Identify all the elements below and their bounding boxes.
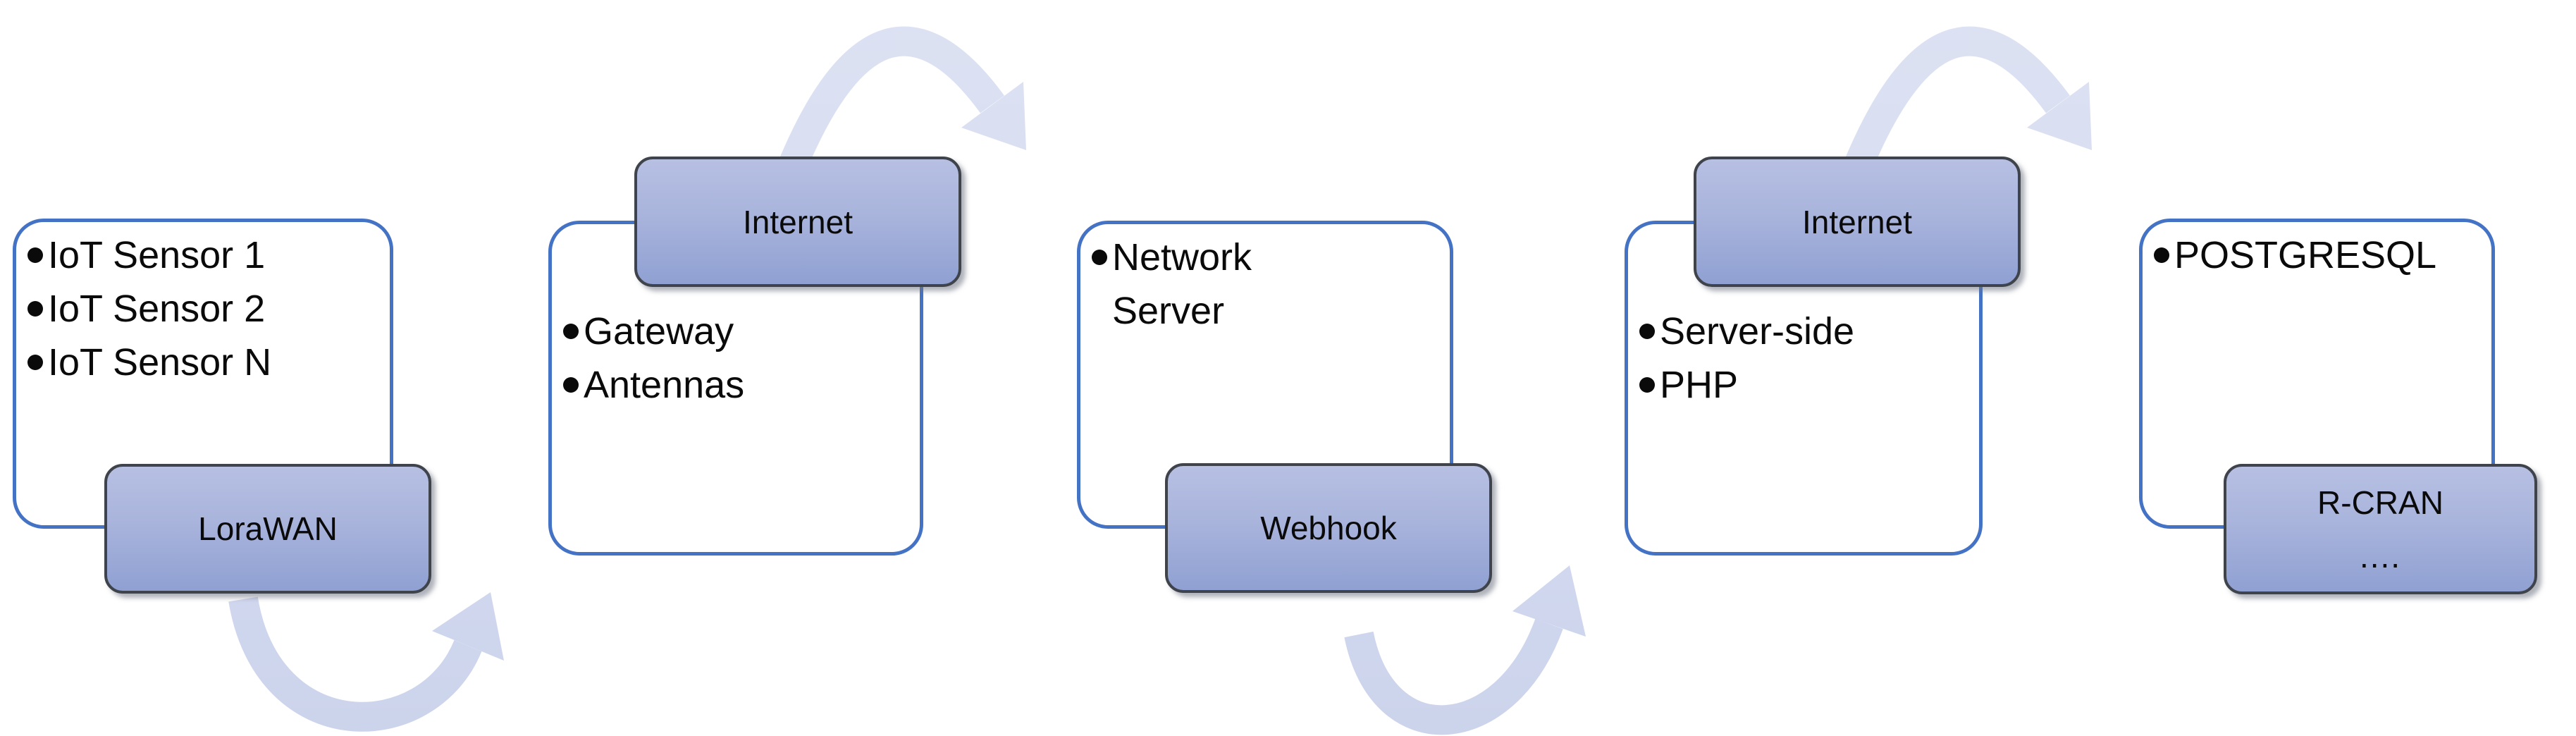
tab-webhook: Webhook	[1165, 463, 1492, 593]
tab-label: Internet	[1802, 203, 1912, 240]
tab-internet-1: Internet	[634, 157, 961, 287]
list-item-text: Server	[1112, 290, 1225, 332]
tab-internet-2: Internet	[1694, 157, 2021, 287]
list-item: Antennas	[563, 358, 916, 412]
list-item-text: Network	[1112, 236, 1252, 278]
list-item-text: Server-side	[1660, 310, 1855, 352]
bullet-icon	[1092, 250, 1107, 265]
list-item-text: IoT Sensor 1	[48, 234, 266, 276]
list-item: Server-side	[1639, 305, 1975, 358]
list-item: PHP	[1639, 358, 1975, 412]
tab-label: Webhook	[1260, 510, 1397, 546]
list-item: Network Server	[1092, 231, 1446, 338]
curved-arrow-lorawan-to-internet-icon	[228, 592, 504, 732]
tab-sublabel: ....	[2359, 537, 2402, 575]
bullet-icon	[1639, 324, 1655, 339]
curved-arrow-internet-to-networkserver-icon	[772, 26, 1026, 188]
list-item: IoT Sensor N	[27, 336, 386, 389]
list-item-text: POSTGRESQL	[2174, 234, 2437, 276]
bullet-icon	[27, 247, 43, 263]
tab-label: LoraWAN	[198, 510, 338, 547]
tab-rcran: R-CRAN ....	[2224, 464, 2537, 594]
tab-label: Internet	[743, 203, 853, 240]
bullet-icon	[563, 377, 579, 393]
bullet-icon	[2154, 247, 2169, 263]
curved-arrow-webhook-to-internet-icon	[1344, 565, 1586, 735]
list-item: POSTGRESQL	[2154, 228, 2487, 282]
curved-arrow-internet-to-database-icon	[1837, 26, 2092, 188]
bullet-icon	[27, 355, 43, 370]
list-item-text: PHP	[1660, 364, 1739, 406]
list-item: IoT Sensor 2	[27, 282, 386, 336]
list-item: Gateway	[563, 305, 916, 358]
list-item: IoT Sensor 1	[27, 228, 386, 282]
tab-lorawan: LoraWAN	[104, 464, 431, 594]
bullet-icon	[1639, 377, 1655, 393]
bullet-icon	[27, 301, 43, 317]
list-item-text: Antennas	[584, 364, 745, 406]
bullet-icon	[563, 324, 579, 339]
list-item-text: Gateway	[584, 310, 734, 352]
list-item-text: IoT Sensor N	[48, 341, 272, 384]
tab-label: R-CRAN	[2317, 484, 2443, 521]
list-item-text: IoT Sensor 2	[48, 288, 266, 330]
